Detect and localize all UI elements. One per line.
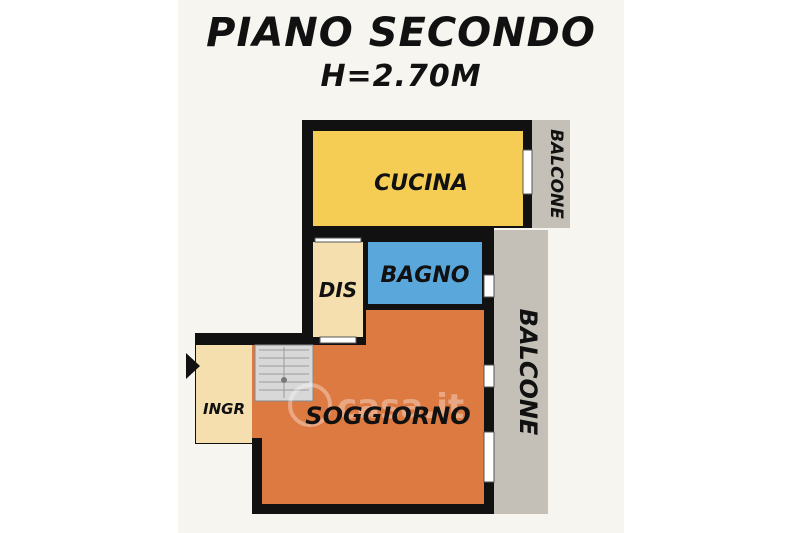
bagno-label: BAGNO: [381, 263, 470, 288]
dis-label: DIS: [319, 278, 357, 302]
balcone-top-area: [532, 120, 570, 228]
left-margin: [0, 0, 178, 533]
right-margin: [624, 0, 800, 533]
plan-height: H=2.70M: [320, 59, 482, 94]
casa-watermark: casa.it: [288, 383, 464, 427]
entrance-arrow-icon: [186, 353, 200, 379]
dis-room: [313, 242, 363, 337]
bagno-room: [368, 242, 482, 304]
plan-title: PIANO SECONDO: [206, 10, 596, 56]
windows: [314, 149, 533, 483]
soggiorno-label: SOGGIORNO: [305, 402, 470, 430]
cucina-label: CUCINA: [374, 171, 468, 196]
ingr-room: [196, 345, 252, 443]
ingr-label: INGR: [203, 400, 245, 418]
svg-text:casa.it: casa.it: [337, 387, 464, 427]
balcone-right-label: BALCONE: [514, 309, 542, 436]
balcone-right-area: [494, 230, 548, 514]
balcone-top-label: BALCONE: [546, 129, 566, 219]
staircase: [254, 344, 314, 402]
cucina-room: [313, 131, 523, 226]
